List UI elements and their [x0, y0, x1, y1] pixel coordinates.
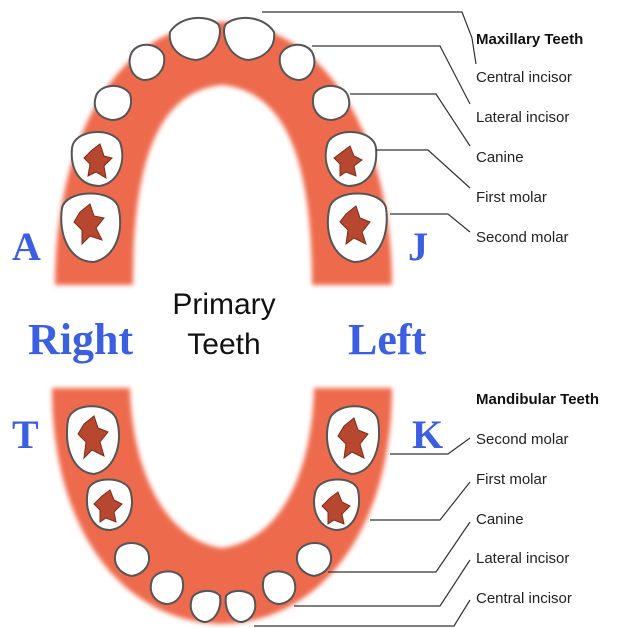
tooth-upper-first-molar-left [326, 132, 376, 186]
maxillary-label-second-molar: Second molar [476, 229, 569, 246]
side-label-right: Right [28, 315, 133, 364]
letter-k: K [412, 412, 443, 457]
tooth-lower-lateral-incisor-left [263, 571, 295, 604]
leader-lower-first-molar [370, 482, 470, 520]
leader-upper-second-molar [390, 214, 470, 232]
letter-j: J [408, 224, 428, 269]
mandibular-label-lateral-incisor: Lateral incisor [476, 550, 569, 567]
mandibular-label-second-molar: Second molar [476, 431, 569, 448]
tooth-lower-second-molar-left [327, 406, 379, 474]
center-label-line2: Teeth [187, 328, 260, 361]
mandibular-label-canine: Canine [476, 511, 524, 528]
maxillary-label-lateral-incisor: Lateral incisor [476, 109, 569, 126]
mandibular-label-central-incisor: Central incisor [476, 590, 572, 607]
maxillary-title: Maxillary Teeth [476, 31, 583, 48]
tooth-lower-canine-left [297, 543, 331, 576]
maxillary-label-first-molar: First molar [476, 189, 547, 206]
tooth-lower-canine-right [115, 543, 149, 576]
leader-upper-first-molar [376, 150, 470, 188]
tooth-upper-canine-right [95, 86, 131, 120]
tooth-lower-first-molar-right [87, 480, 132, 531]
tooth-upper-lateral-incisor-left [280, 45, 315, 80]
maxillary-arch [55, 18, 392, 285]
mandibular-label-first-molar: First molar [476, 471, 547, 488]
center-label-line1: Primary [172, 288, 275, 321]
mandibular-arch [52, 388, 392, 624]
letter-t: T [12, 412, 39, 457]
maxillary-label-central-incisor: Central incisor [476, 69, 572, 86]
tooth-upper-lateral-incisor-right [130, 45, 165, 80]
letter-a: A [12, 224, 41, 269]
tooth-lower-first-molar-left [314, 480, 359, 531]
maxillary-label-canine: Canine [476, 149, 524, 166]
tooth-upper-first-molar-right [72, 132, 122, 186]
side-label-left: Left [348, 315, 427, 364]
mandibular-title: Mandibular Teeth [476, 391, 599, 408]
tooth-lower-lateral-incisor-right [151, 571, 183, 604]
tooth-upper-canine-left [313, 86, 349, 120]
tooth-lower-second-molar-right [67, 406, 119, 474]
